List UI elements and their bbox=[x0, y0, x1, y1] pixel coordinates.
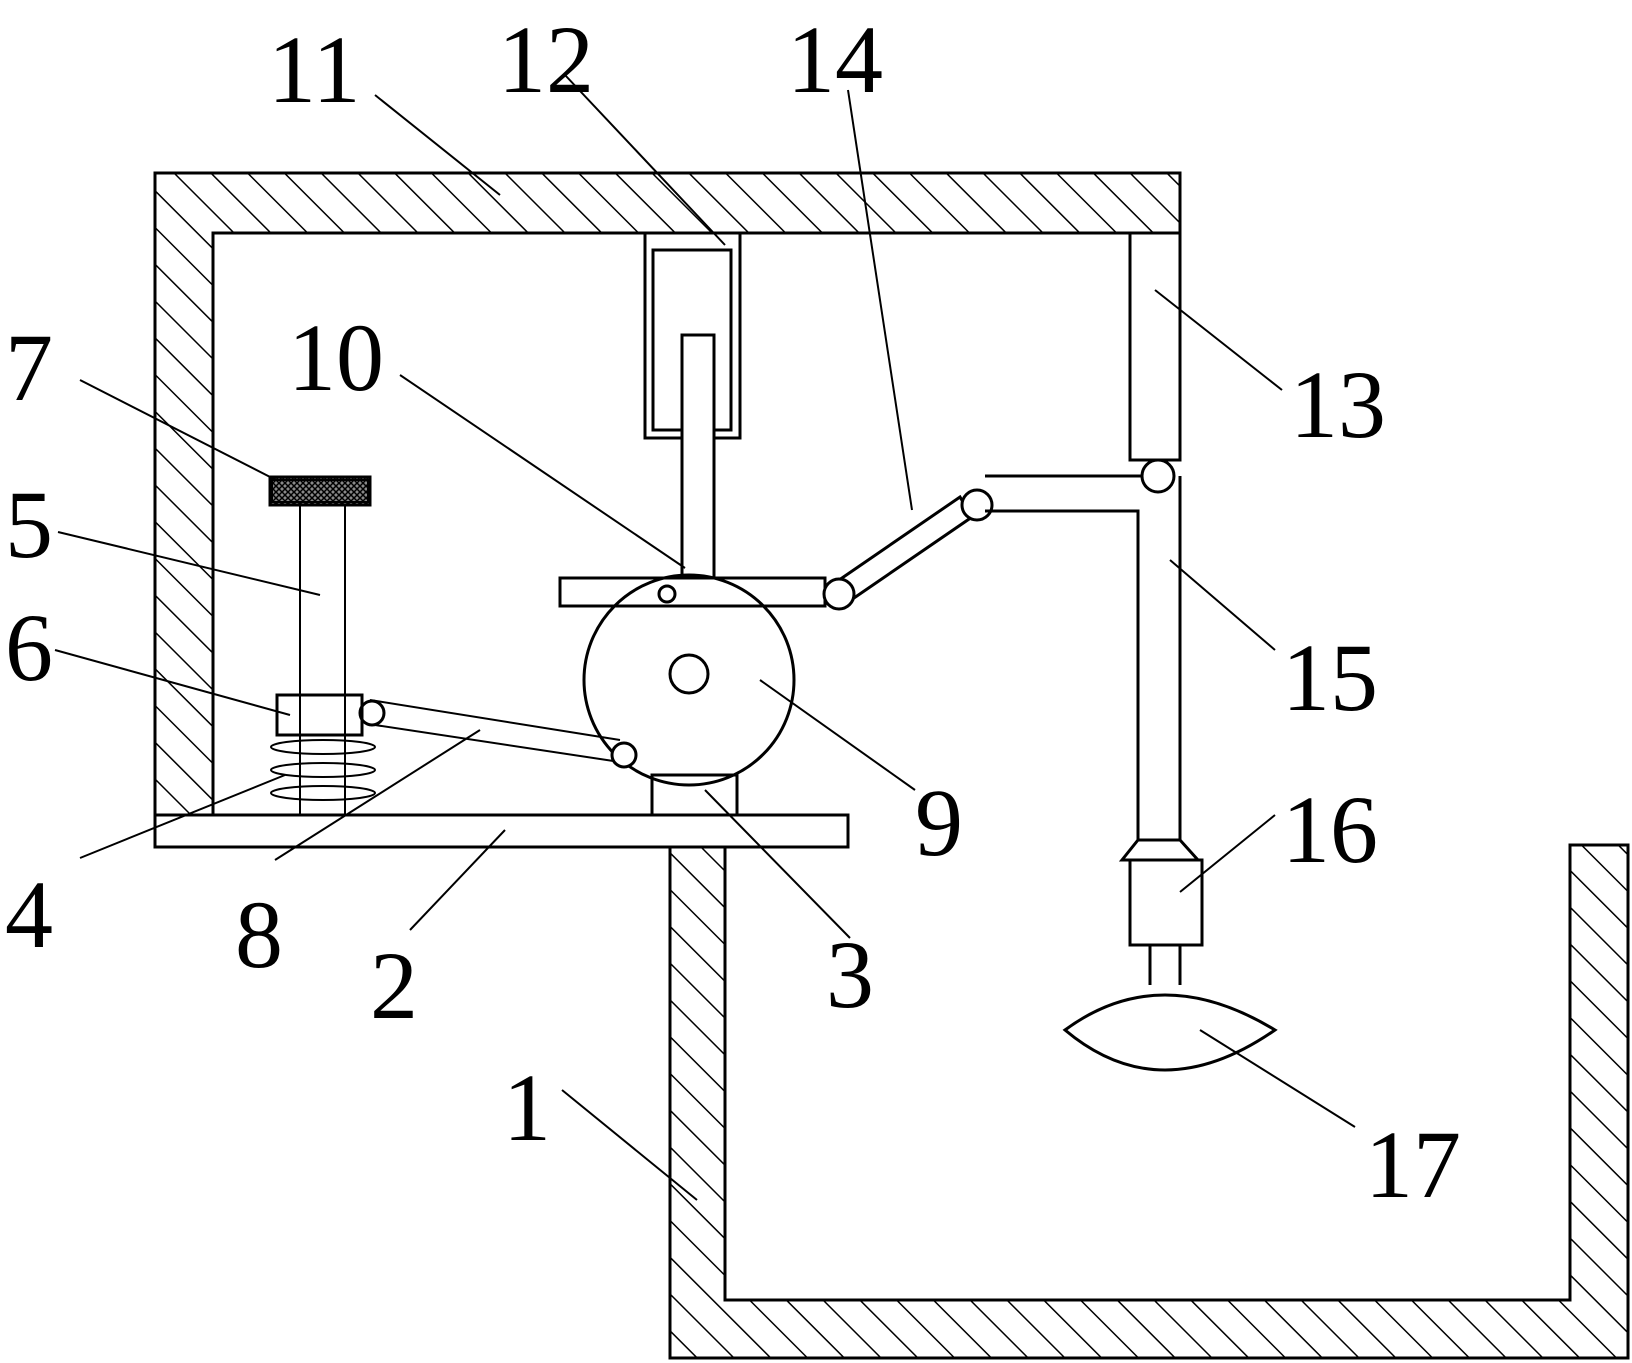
top-cap bbox=[268, 475, 372, 507]
label-9: 9 bbox=[915, 769, 963, 876]
plate-pivot bbox=[657, 584, 677, 604]
coil-link bbox=[822, 488, 994, 611]
label-10: 10 bbox=[288, 304, 384, 411]
label-13: 13 bbox=[1290, 351, 1386, 458]
base-plate bbox=[153, 813, 850, 849]
lower-tank bbox=[668, 843, 1630, 1360]
label-17: 17 bbox=[1365, 1111, 1461, 1218]
label-15: 15 bbox=[1282, 624, 1378, 731]
wheel bbox=[582, 573, 796, 787]
leader-lines bbox=[54, 74, 1356, 1201]
label-2: 2 bbox=[370, 932, 418, 1039]
label-14: 14 bbox=[787, 6, 883, 113]
spring bbox=[270, 735, 376, 815]
hanger-rod bbox=[1128, 231, 1182, 462]
label-5: 5 bbox=[5, 471, 53, 578]
guide-rods bbox=[299, 505, 346, 815]
brush-head bbox=[1118, 838, 1204, 985]
connecting-rod bbox=[358, 699, 638, 769]
label-16: 16 bbox=[1282, 776, 1378, 883]
slider-block bbox=[275, 693, 364, 737]
label-7: 7 bbox=[5, 314, 53, 421]
label-11: 11 bbox=[268, 16, 360, 123]
label-12: 12 bbox=[498, 6, 594, 113]
label-1: 1 bbox=[503, 1054, 551, 1161]
label-4: 4 bbox=[5, 861, 53, 968]
label-6: 6 bbox=[5, 594, 53, 701]
lever-plate bbox=[558, 576, 827, 608]
label-8: 8 bbox=[235, 881, 283, 988]
l-arm bbox=[985, 458, 1182, 840]
label-3: 3 bbox=[826, 921, 874, 1028]
cylinder bbox=[643, 231, 742, 582]
pad bbox=[1062, 993, 1278, 1072]
